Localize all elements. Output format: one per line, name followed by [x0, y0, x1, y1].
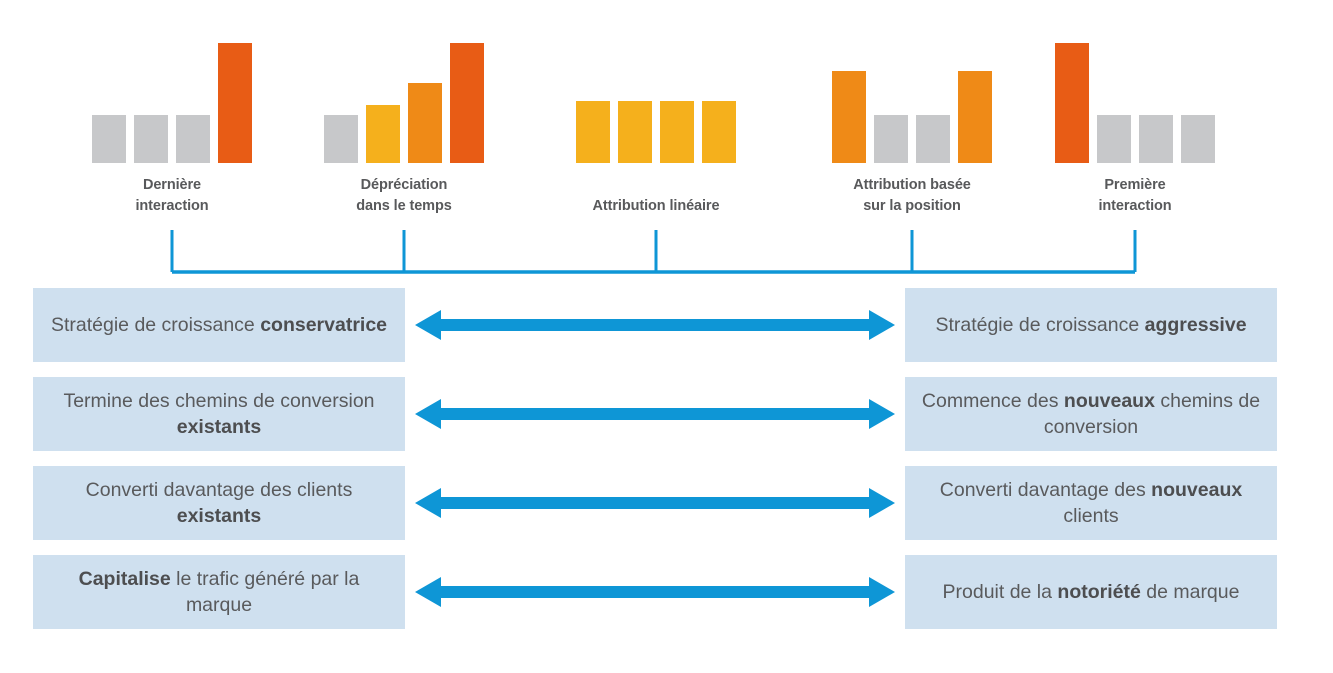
left-panel-4: Capitalise le trafic généré par la marqu… [33, 555, 405, 629]
arrow-svg [415, 310, 895, 340]
bar [450, 43, 484, 163]
left-panel-text: Capitalise le trafic généré par la marqu… [78, 567, 360, 616]
right-panel-text: Produit de la notoriété de marque [942, 580, 1240, 603]
bars-container [304, 28, 504, 163]
bars-container [812, 28, 1012, 163]
double-headed-arrow [415, 575, 895, 609]
bar [874, 115, 908, 163]
bar-group-label-line: Première [1104, 176, 1166, 193]
bar [916, 115, 950, 163]
emphasis-text: existants [176, 505, 262, 527]
bar-group-3: Attribution linéaire [556, 0, 756, 225]
bars-container [1035, 28, 1235, 163]
bar [324, 115, 358, 163]
bars-container [556, 28, 756, 163]
bar [1097, 115, 1131, 163]
bar [1055, 43, 1089, 163]
emphasis-text: aggressive [1144, 313, 1247, 336]
emphasis-text: existants [176, 416, 262, 438]
emphasis-text: conservatrice [260, 313, 388, 336]
left-panel-3: Converti davantage des clients existants [33, 466, 405, 540]
emphasis-text: notoriété [1057, 580, 1141, 603]
bar-group-label-line: sur la position [863, 197, 961, 214]
right-panel-text: Converti davantage des nouveaux clients [939, 478, 1243, 527]
bar-group-4: Attribution basée sur la position [812, 0, 1012, 225]
bar-group-label: Attribution basée sur la position [812, 175, 1012, 217]
right-panel-3: Converti davantage des nouveaux clients [905, 466, 1277, 540]
arrow-svg [415, 577, 895, 607]
left-panel-2: Termine des chemins de conversion exista… [33, 377, 405, 451]
bracket-svg [170, 230, 1137, 274]
bar-group-label-line: interaction [1098, 197, 1172, 214]
emphasis-text: Capitalise [78, 567, 171, 590]
bar-group-label-line: Dépréciation [360, 176, 448, 193]
bar [702, 101, 736, 163]
bar-group-label-line: Dernière [142, 176, 202, 193]
bar [218, 43, 252, 163]
bar-group-label: Attribution linéaire [556, 196, 756, 217]
arrow-svg [415, 488, 895, 518]
bracket-connector [0, 225, 1333, 280]
left-panel-1: Stratégie de croissance conservatrice [33, 288, 405, 362]
bar-group-label-line: Attribution basée [853, 176, 971, 193]
bar-group-label-line: dans le temps [356, 197, 452, 214]
double-headed-arrow [415, 308, 895, 342]
right-panel-text: Commence des nouveaux chemins de convers… [921, 389, 1261, 438]
bar-group-label-line: interaction [135, 197, 209, 214]
right-panel-2: Commence des nouveaux chemins de convers… [905, 377, 1277, 451]
emphasis-text: nouveaux [1063, 389, 1155, 412]
bar-group-label: Dépréciation dans le temps [304, 175, 504, 217]
bar [366, 105, 400, 163]
comparison-row-4: Capitalise le trafic généré par la marqu… [0, 555, 1333, 629]
bar [408, 83, 442, 163]
double-headed-arrow [415, 486, 895, 520]
bar [958, 71, 992, 163]
arrow-svg [415, 399, 895, 429]
bar [1181, 115, 1215, 163]
bar [832, 71, 866, 163]
left-panel-text: Converti davantage des clients existants [85, 478, 353, 527]
bar [576, 101, 610, 163]
left-panel-text: Stratégie de croissance conservatrice [50, 313, 388, 336]
bar [1139, 115, 1173, 163]
emphasis-text: nouveaux [1151, 478, 1243, 501]
bar-group-label: Première interaction [1035, 175, 1235, 217]
attribution-models-chart: Dernière interaction Dépréciation dans le t… [0, 0, 1333, 225]
right-panel-1: Stratégie de croissance aggressive [905, 288, 1277, 362]
left-panel-text: Termine des chemins de conversion exista… [63, 389, 375, 438]
double-headed-arrow [415, 397, 895, 431]
bar-group-1: Dernière interaction [72, 0, 272, 225]
bar [92, 115, 126, 163]
bar [176, 115, 210, 163]
bar [134, 115, 168, 163]
bar-group-label-line: Attribution linéaire [592, 197, 720, 214]
bar [618, 101, 652, 163]
comparison-rows: Stratégie de croissance conservatrice Str… [0, 288, 1333, 644]
comparison-row-3: Converti davantage des clients existants… [0, 466, 1333, 540]
bar-group-5: Première interaction [1035, 0, 1235, 225]
bars-container [72, 28, 272, 163]
right-panel-4: Produit de la notoriété de marque [905, 555, 1277, 629]
comparison-row-1: Stratégie de croissance conservatrice Str… [0, 288, 1333, 362]
bar-group-label: Dernière interaction [72, 175, 272, 217]
bar-group-2: Dépréciation dans le temps [304, 0, 504, 225]
bar [660, 101, 694, 163]
comparison-row-2: Termine des chemins de conversion exista… [0, 377, 1333, 451]
right-panel-text: Stratégie de croissance aggressive [935, 313, 1247, 336]
